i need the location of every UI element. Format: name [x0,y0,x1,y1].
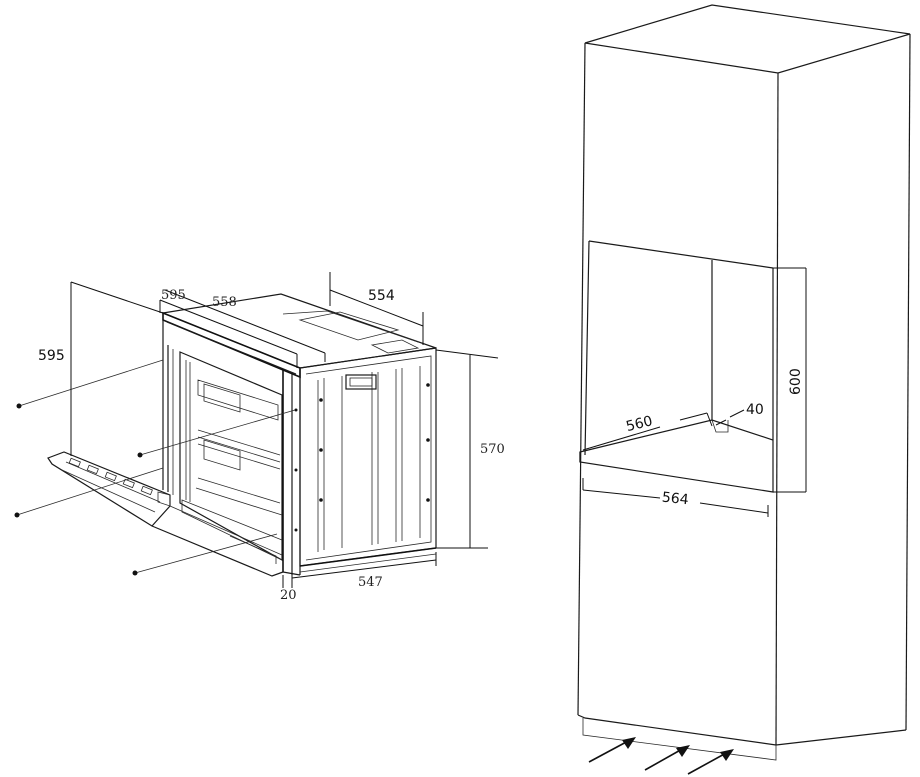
dim-label-570: 570 [480,442,505,457]
dim-label-558: 558 [212,295,237,310]
cabinet-drawing [577,4,911,775]
dim-label-595-width: 595 [161,288,186,303]
dim-label-564: 564 [661,490,689,509]
dim-label-547: 547 [358,575,383,590]
dim-label-595-height: 595 [38,348,65,364]
dim-label-20: 20 [280,588,297,603]
airflow-arrows [588,737,734,775]
oven-drawing [14,272,499,588]
dim-label-40: 40 [746,402,764,418]
dim-label-554: 554 [368,288,395,304]
dim-label-560: 560 [624,413,654,435]
dim-label-600: 600 [788,368,804,395]
